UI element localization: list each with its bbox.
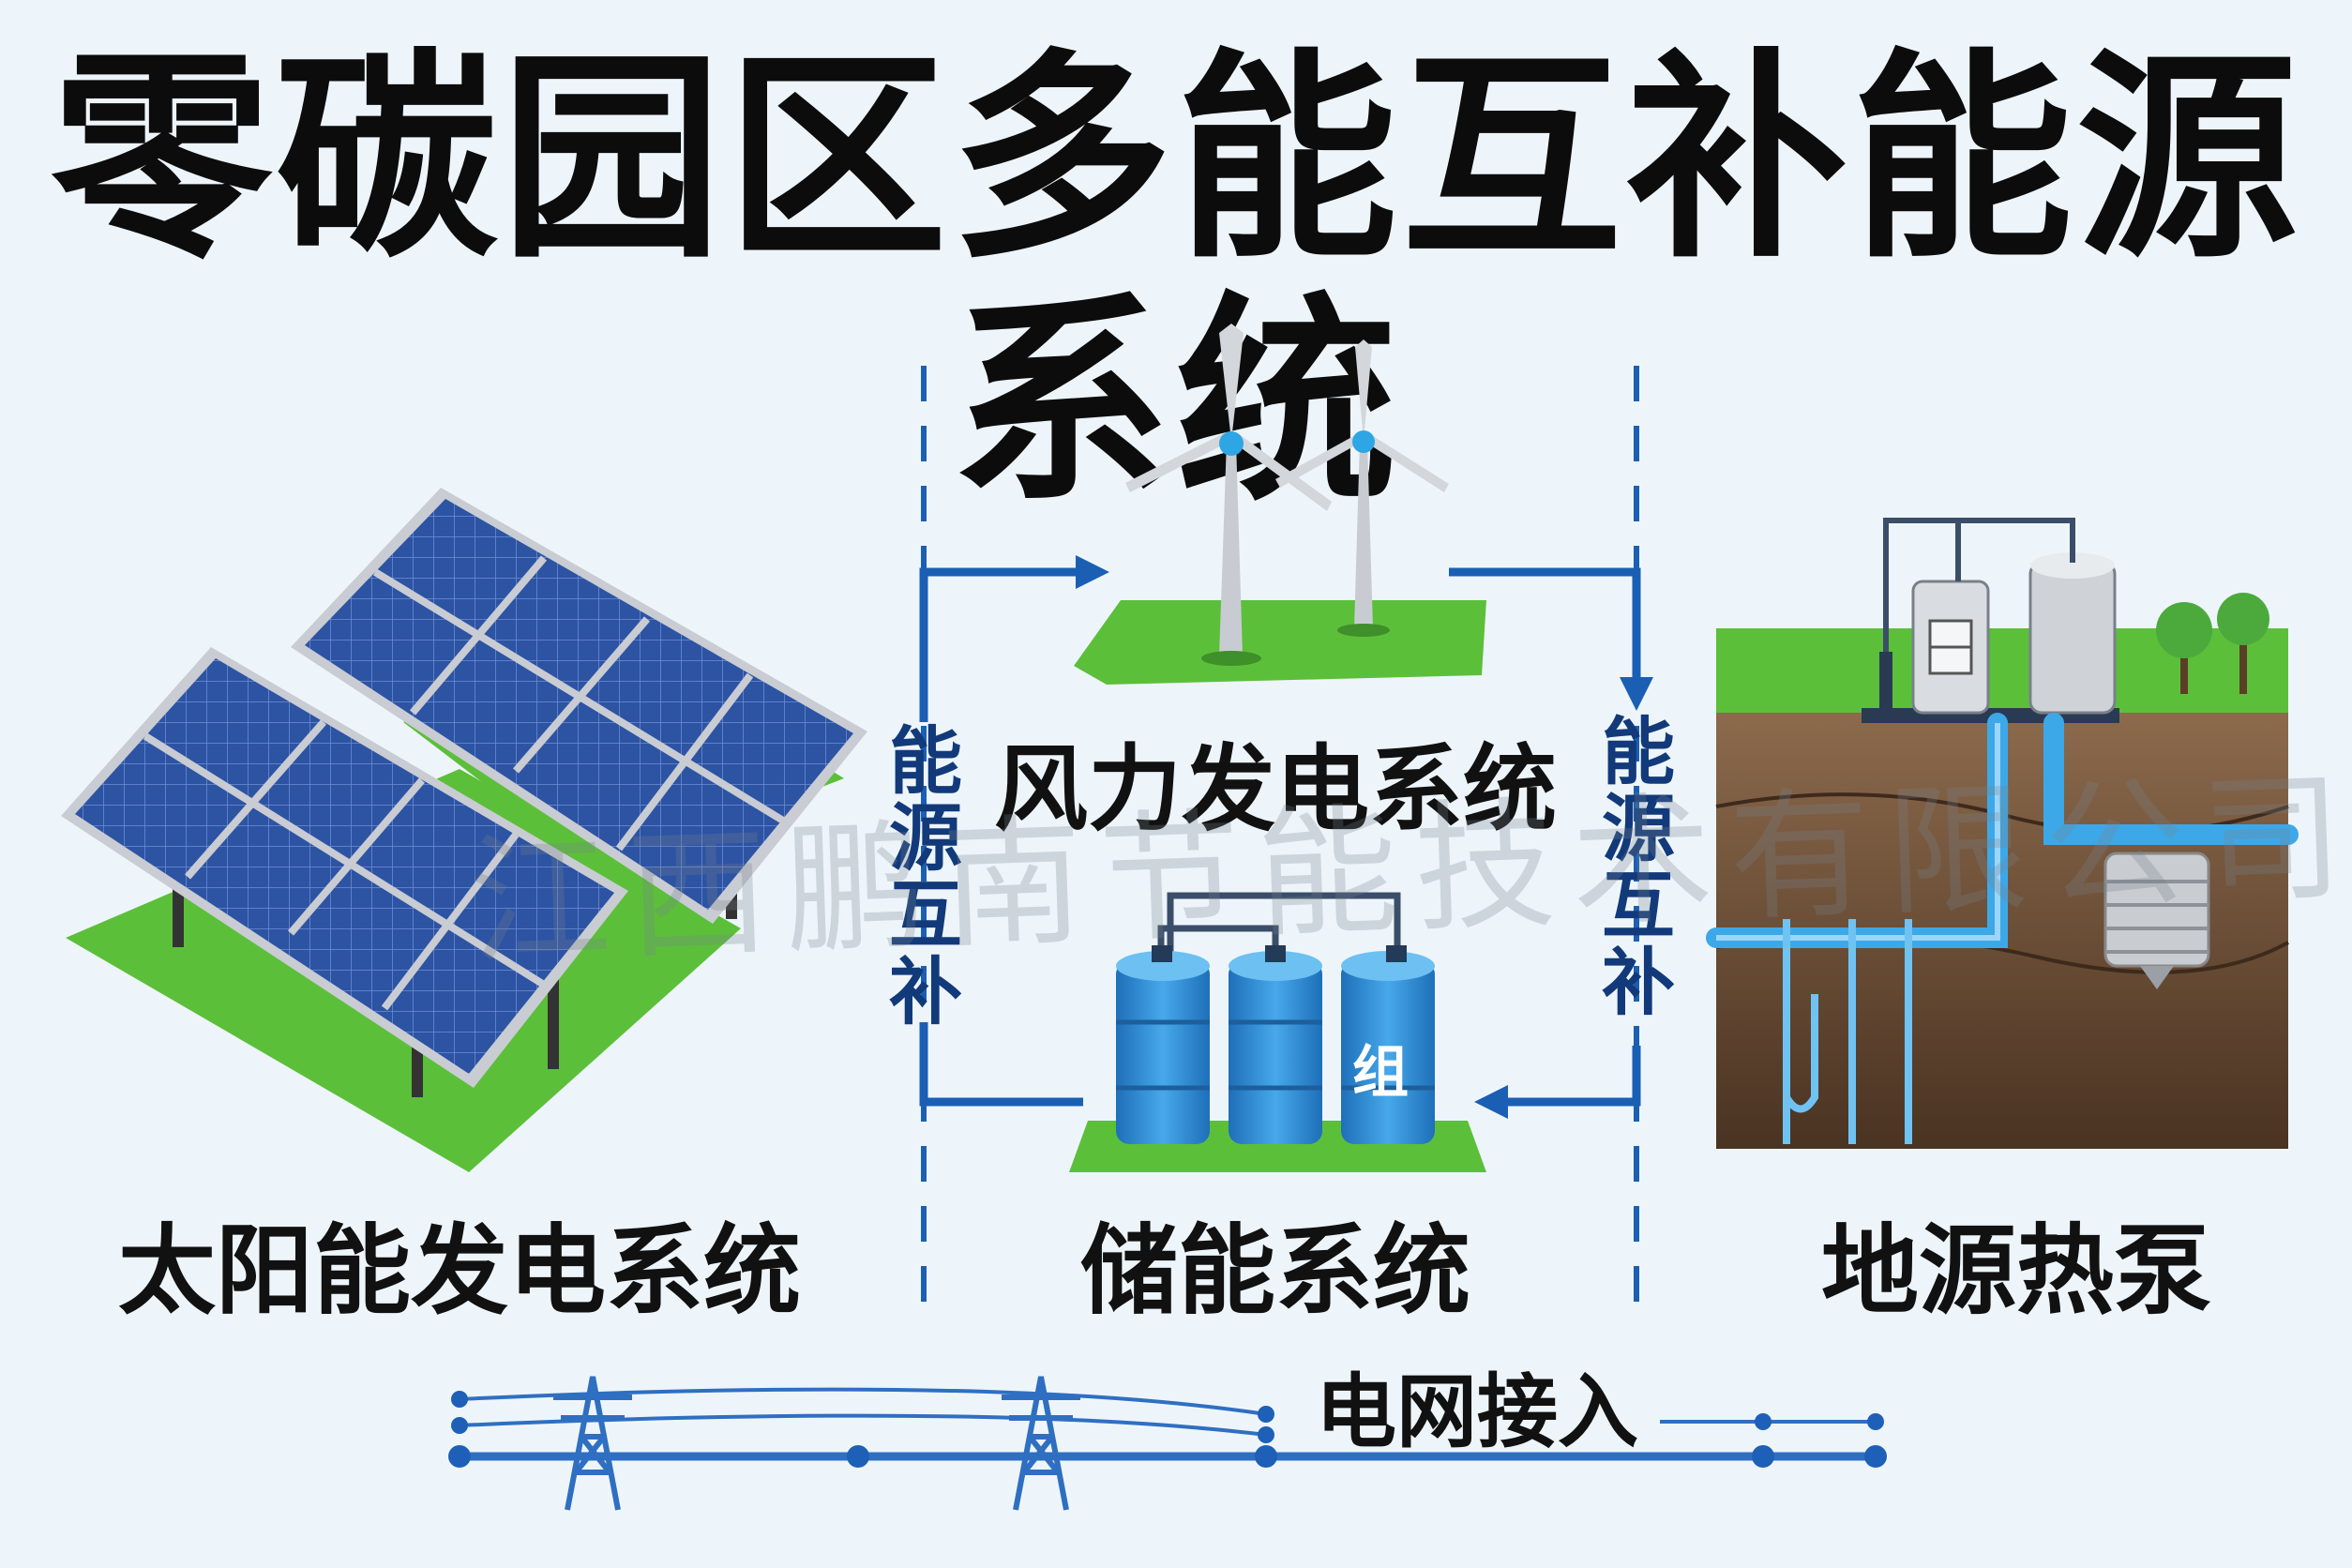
battery-tank-icon <box>1069 892 1486 1172</box>
divider-lines <box>921 366 1639 1322</box>
wind-turbine-icon <box>1074 324 1486 685</box>
power-grid-lines <box>459 1387 1876 1461</box>
grid-connection-label: 电网接入 <box>1316 1365 1638 1459</box>
geothermal-heat-pump-label: 地源热泵 <box>1820 1214 2211 1328</box>
flow-arrows <box>919 555 1653 1119</box>
storage-system-label: 储能系统 <box>1079 1214 1470 1328</box>
power-tower-icon <box>1002 1376 1080 1511</box>
storage-tank-label: 组 <box>1352 1040 1409 1106</box>
wind-system-label: 风力发电系统 <box>994 734 1557 844</box>
heat-pump-icon <box>1706 518 2299 1149</box>
grid-nodes <box>448 1391 1887 1468</box>
page-title: 零碳园区多能互补能源系统 <box>50 30 2301 532</box>
power-tower-icon <box>553 1376 632 1511</box>
energy-complement-label-right: 能源互补 <box>1590 713 1674 1020</box>
tree-icon <box>2156 593 2269 694</box>
solar-system-label: 太阳能发电系统 <box>117 1214 801 1328</box>
solar-panel-icon <box>61 488 867 1172</box>
energy-complement-label-left: 能源互补 <box>877 722 961 1030</box>
